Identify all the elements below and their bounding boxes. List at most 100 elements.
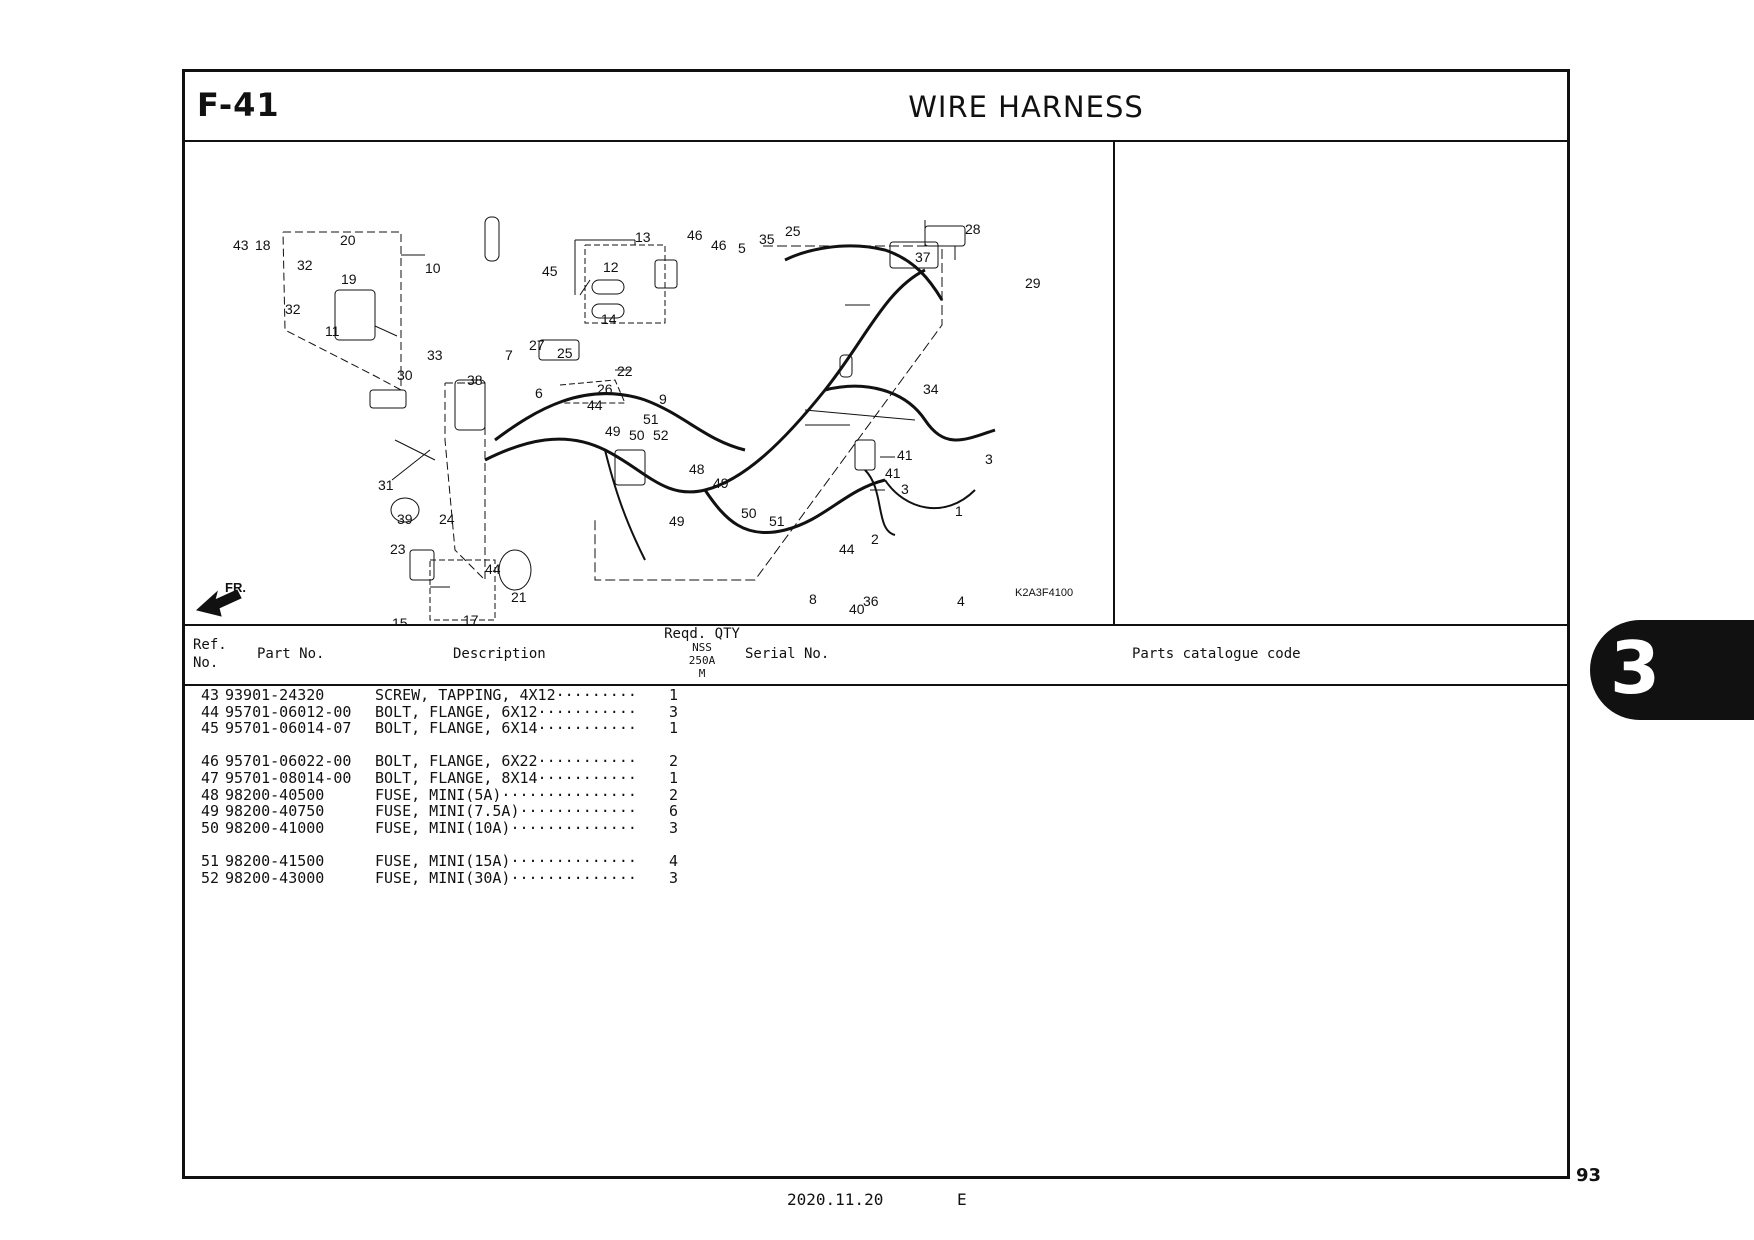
row-description: FUSE, MINI(15A)·············· — [375, 851, 637, 870]
header-catalogue-code: Parts catalogue code — [1132, 646, 1301, 662]
callout: 34 — [923, 381, 939, 397]
callout: 13 — [635, 229, 651, 245]
parts-table-header: Ref. No. Part No. Description Reqd. QTY … — [185, 626, 1567, 686]
row-ref: 46 — [200, 752, 219, 771]
group-outline — [282, 231, 402, 391]
footer-edition: E — [957, 1190, 967, 1209]
harness-wire — [784, 244, 944, 301]
row-description: FUSE, MINI(10A)·············· — [375, 818, 637, 837]
harness-wire — [864, 469, 896, 536]
part-shape — [369, 389, 407, 409]
header-ref-line1: Ref. — [193, 637, 227, 653]
callout: 10 — [425, 260, 441, 276]
callout: 48 — [689, 461, 705, 477]
row-description: BOLT, FLANGE, 6X12··········· — [375, 702, 637, 721]
harness-wire — [484, 268, 926, 494]
part-shape — [654, 259, 678, 289]
callout: 49 — [713, 475, 729, 491]
group-outline — [594, 245, 943, 581]
row-description: BOLT, FLANGE, 8X14··········· — [375, 768, 637, 787]
page-title: WIRE HARNESS — [908, 90, 1144, 124]
callout: 4 — [957, 593, 965, 609]
callout: 6 — [535, 385, 543, 401]
callout: 20 — [340, 232, 356, 248]
row-part-no: 95701-06014-07 — [225, 719, 352, 738]
row-ref: 51 — [200, 851, 219, 870]
page-code: F-41 — [197, 86, 280, 124]
callout: 50 — [629, 427, 645, 443]
callout: 5 — [738, 240, 746, 256]
callout: 35 — [759, 231, 775, 247]
callout: 17 — [463, 612, 479, 624]
callout: 23 — [390, 541, 406, 557]
row-qty: 6 — [669, 802, 679, 821]
callout: 22 — [617, 363, 633, 379]
figure-code: K2A3F4100 — [1015, 587, 1073, 599]
callout: 24 — [439, 511, 455, 527]
callout: 38 — [467, 372, 483, 388]
row-qty: 2 — [669, 785, 679, 804]
leader-line — [804, 409, 916, 421]
callout: 14 — [601, 311, 617, 327]
row-part-no: 98200-40750 — [225, 802, 325, 821]
row-part-no: 98200-41500 — [225, 851, 325, 870]
header-ref-line2: No. — [193, 655, 219, 671]
section-tab-number: 3 — [1610, 626, 1661, 710]
row-description: FUSE, MINI(5A)··············· — [375, 785, 637, 804]
row-ref: 45 — [200, 719, 219, 738]
row-description: FUSE, MINI(30A)·············· — [375, 868, 637, 887]
row-part-no: 98200-41000 — [225, 818, 325, 837]
row-ref: 47 — [200, 768, 219, 787]
table-row: 51 98200-41500 FUSE, MINI(15A)············… — [197, 851, 678, 870]
callout: 46 — [711, 237, 727, 253]
callout: 27 — [529, 337, 545, 353]
row-ref: 49 — [200, 802, 219, 821]
part-shape — [614, 449, 646, 486]
callout: 21 — [511, 589, 527, 605]
header-qty: Reqd. QTY NSS 250A M — [647, 627, 757, 680]
callout: 50 — [741, 505, 757, 521]
row-description: BOLT, FLANGE, 6X14··········· — [375, 719, 637, 738]
row-description: SCREW, TAPPING, 4X12········· — [375, 686, 637, 704]
front-marker: FR. — [225, 580, 246, 595]
row-part-no: 93901-24320 — [225, 686, 325, 704]
callout: 44 — [587, 397, 603, 413]
row-ref: 50 — [200, 818, 219, 837]
page-frame: F-41 WIRE HARNESS — [182, 69, 1570, 1179]
group-outline — [429, 559, 496, 621]
part-shape — [591, 303, 625, 319]
callout: 51 — [643, 411, 659, 427]
harness-wire — [824, 384, 996, 442]
callout: 30 — [397, 367, 413, 383]
part-shape — [498, 549, 532, 591]
row-spacer — [197, 836, 655, 853]
part-shape — [409, 549, 435, 581]
footer-date: 2020.11.20 — [787, 1190, 884, 1209]
row-description: BOLT, FLANGE, 6X22··········· — [375, 752, 637, 771]
callout: 7 — [505, 347, 513, 363]
callout: 37 — [915, 249, 931, 265]
row-qty: 3 — [669, 818, 679, 837]
parts-diagram: 43 18 20 10 32 19 32 11 33 30 38 6 7 31 … — [185, 140, 1115, 626]
row-qty: 4 — [669, 851, 679, 870]
callout: 44 — [485, 561, 501, 577]
section-tab: 3 — [1590, 620, 1754, 720]
callout: 52 — [653, 427, 669, 443]
callout: 28 — [965, 221, 981, 237]
notes-area — [1115, 140, 1567, 626]
row-qty: 1 — [669, 686, 679, 704]
part-shape — [390, 497, 420, 523]
callout: 18 — [255, 237, 271, 253]
row-qty: 3 — [669, 702, 679, 721]
row-part-no: 95701-06012-00 — [225, 702, 352, 721]
callout: 44 — [839, 541, 855, 557]
group-outline — [584, 244, 666, 324]
callout: 45 — [542, 263, 558, 279]
part-shape — [454, 379, 486, 431]
callout: 51 — [769, 513, 785, 529]
part-shape — [839, 354, 853, 378]
